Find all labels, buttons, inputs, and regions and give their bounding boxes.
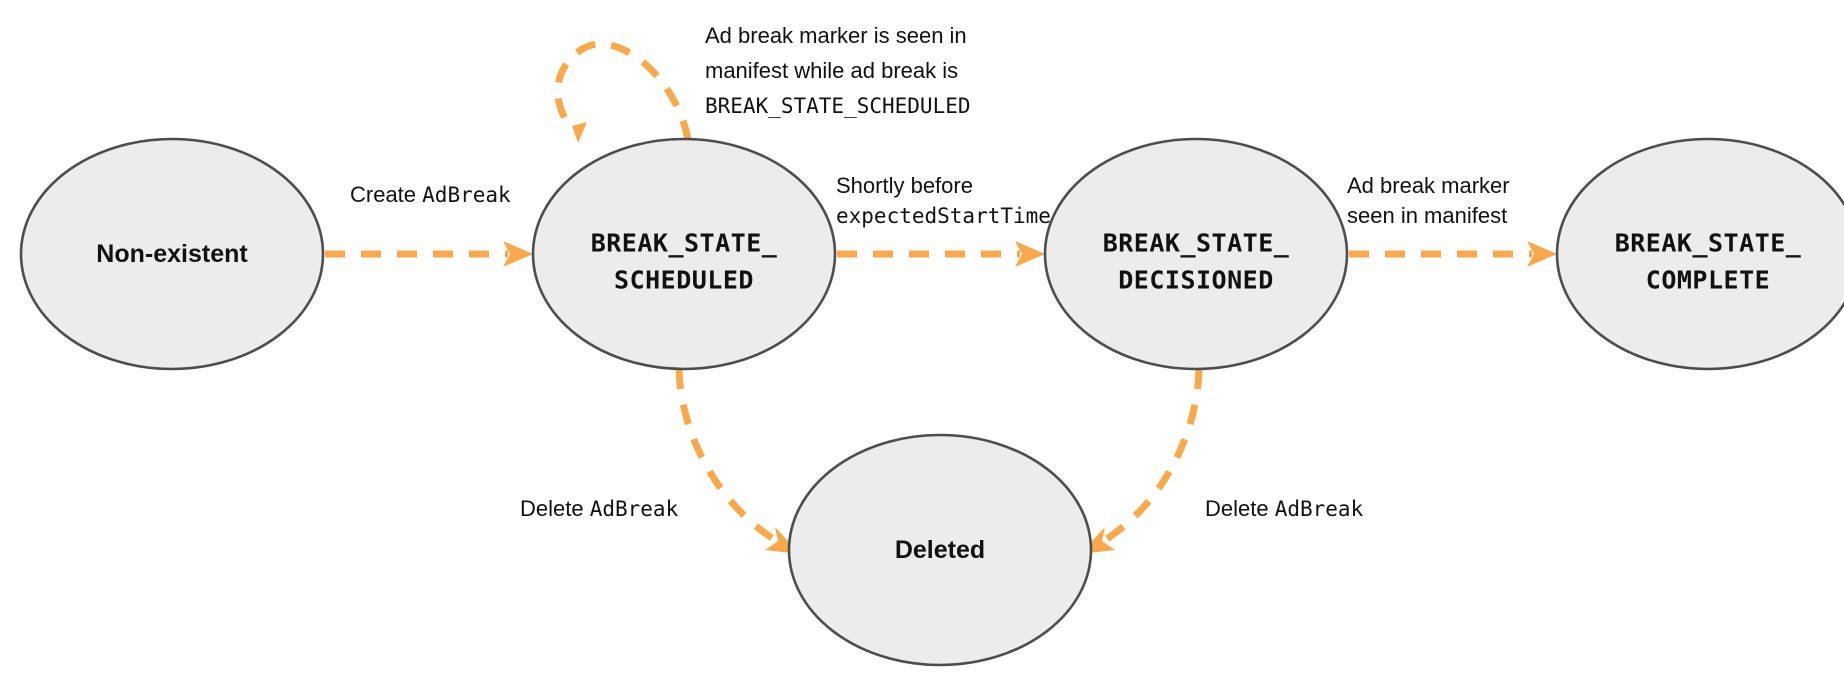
state-node-break-state-scheduled[interactable]: BREAK_STATE_ SCHEDULED — [531, 137, 837, 371]
edge-label-delete-from-decisioned-prefix: Delete — [1205, 496, 1275, 521]
state-node-break-state-decisioned[interactable]: BREAK_STATE_ DECISIONED — [1043, 137, 1349, 371]
edge-label-delete-from-decisioned: Delete AdBreak — [1205, 496, 1364, 521]
edge-marker-seen-arrowhead — [1527, 241, 1557, 267]
state-node-break-state-scheduled-shape[interactable] — [531, 137, 837, 371]
edge-shortly-before-arrowhead — [1015, 241, 1045, 267]
annotation-scheduled-self-loop-line2: manifest while ad break is — [705, 58, 958, 83]
state-node-deleted-label: Deleted — [895, 536, 985, 564]
edge-label-shortly-before-line1: Shortly before — [836, 173, 973, 198]
state-node-break-state-decisioned-shape[interactable] — [1043, 137, 1349, 371]
state-node-break-state-complete[interactable]: BREAK_STATE_ COMPLETE — [1555, 137, 1844, 371]
edge-label-delete-from-scheduled-mono: AdBreak — [590, 497, 679, 521]
state-node-break-state-complete-label-line1: BREAK_STATE_ — [1615, 229, 1802, 258]
state-node-non-existent[interactable]: Non-existent — [19, 137, 325, 371]
edge-label-create-adbreak: Create AdBreak — [350, 182, 511, 207]
edge-scheduled-self-loop-arrowhead — [567, 111, 587, 143]
annotation-scheduled-self-loop-line3: BREAK_STATE_SCHEDULED — [705, 94, 971, 118]
edge-label-shortly-before: Shortly before expectedStartTime — [836, 173, 1051, 228]
edge-label-delete-from-scheduled: Delete AdBreak — [520, 496, 679, 521]
state-node-non-existent-label: Non-existent — [96, 240, 248, 268]
state-node-break-state-complete-shape[interactable] — [1555, 137, 1844, 371]
edge-label-marker-seen: Ad break marker seen in manifest — [1347, 173, 1510, 228]
edge-scheduled-self-loop-path — [554, 40, 692, 141]
annotation-scheduled-self-loop: Ad break marker is seen in manifest whil… — [705, 23, 971, 118]
edge-shortly-before — [837, 241, 1045, 267]
edge-label-delete-from-decisioned-mono: AdBreak — [1275, 497, 1364, 521]
edge-label-marker-seen-line1: Ad break marker — [1347, 173, 1510, 198]
edge-marker-seen — [1349, 241, 1557, 267]
state-node-deleted-shape[interactable] — [787, 433, 1093, 667]
edge-label-create-adbreak-prefix: Create — [350, 182, 422, 207]
edge-delete-from-scheduled — [675, 368, 800, 554]
state-node-non-existent-shape[interactable] — [19, 137, 325, 371]
edge-label-shortly-before-line2: expectedStartTime — [836, 204, 1051, 228]
edge-create-adbreak-arrowhead — [503, 241, 533, 267]
edge-label-delete-from-scheduled-prefix: Delete — [520, 496, 590, 521]
state-node-break-state-decisioned-label-line1: BREAK_STATE_ — [1103, 229, 1290, 258]
edge-scheduled-self-loop — [554, 40, 692, 143]
edge-create-adbreak — [325, 241, 533, 267]
edge-delete-from-scheduled-path — [675, 368, 777, 543]
edge-delete-from-decisioned — [1080, 368, 1203, 554]
edge-label-marker-seen-line2: seen in manifest — [1347, 203, 1507, 228]
state-node-break-state-scheduled-label-line2: SCHEDULED — [614, 266, 754, 295]
state-node-break-state-complete-label-line2: COMPLETE — [1646, 266, 1770, 295]
edge-delete-from-decisioned-path — [1103, 368, 1203, 543]
annotation-scheduled-self-loop-line1: Ad break marker is seen in — [705, 23, 967, 48]
state-node-deleted[interactable]: Deleted — [787, 433, 1093, 667]
edge-label-create-adbreak-mono: AdBreak — [422, 183, 511, 207]
state-node-break-state-scheduled-label-line1: BREAK_STATE_ — [591, 229, 778, 258]
state-node-break-state-decisioned-label-line2: DECISIONED — [1118, 266, 1274, 295]
